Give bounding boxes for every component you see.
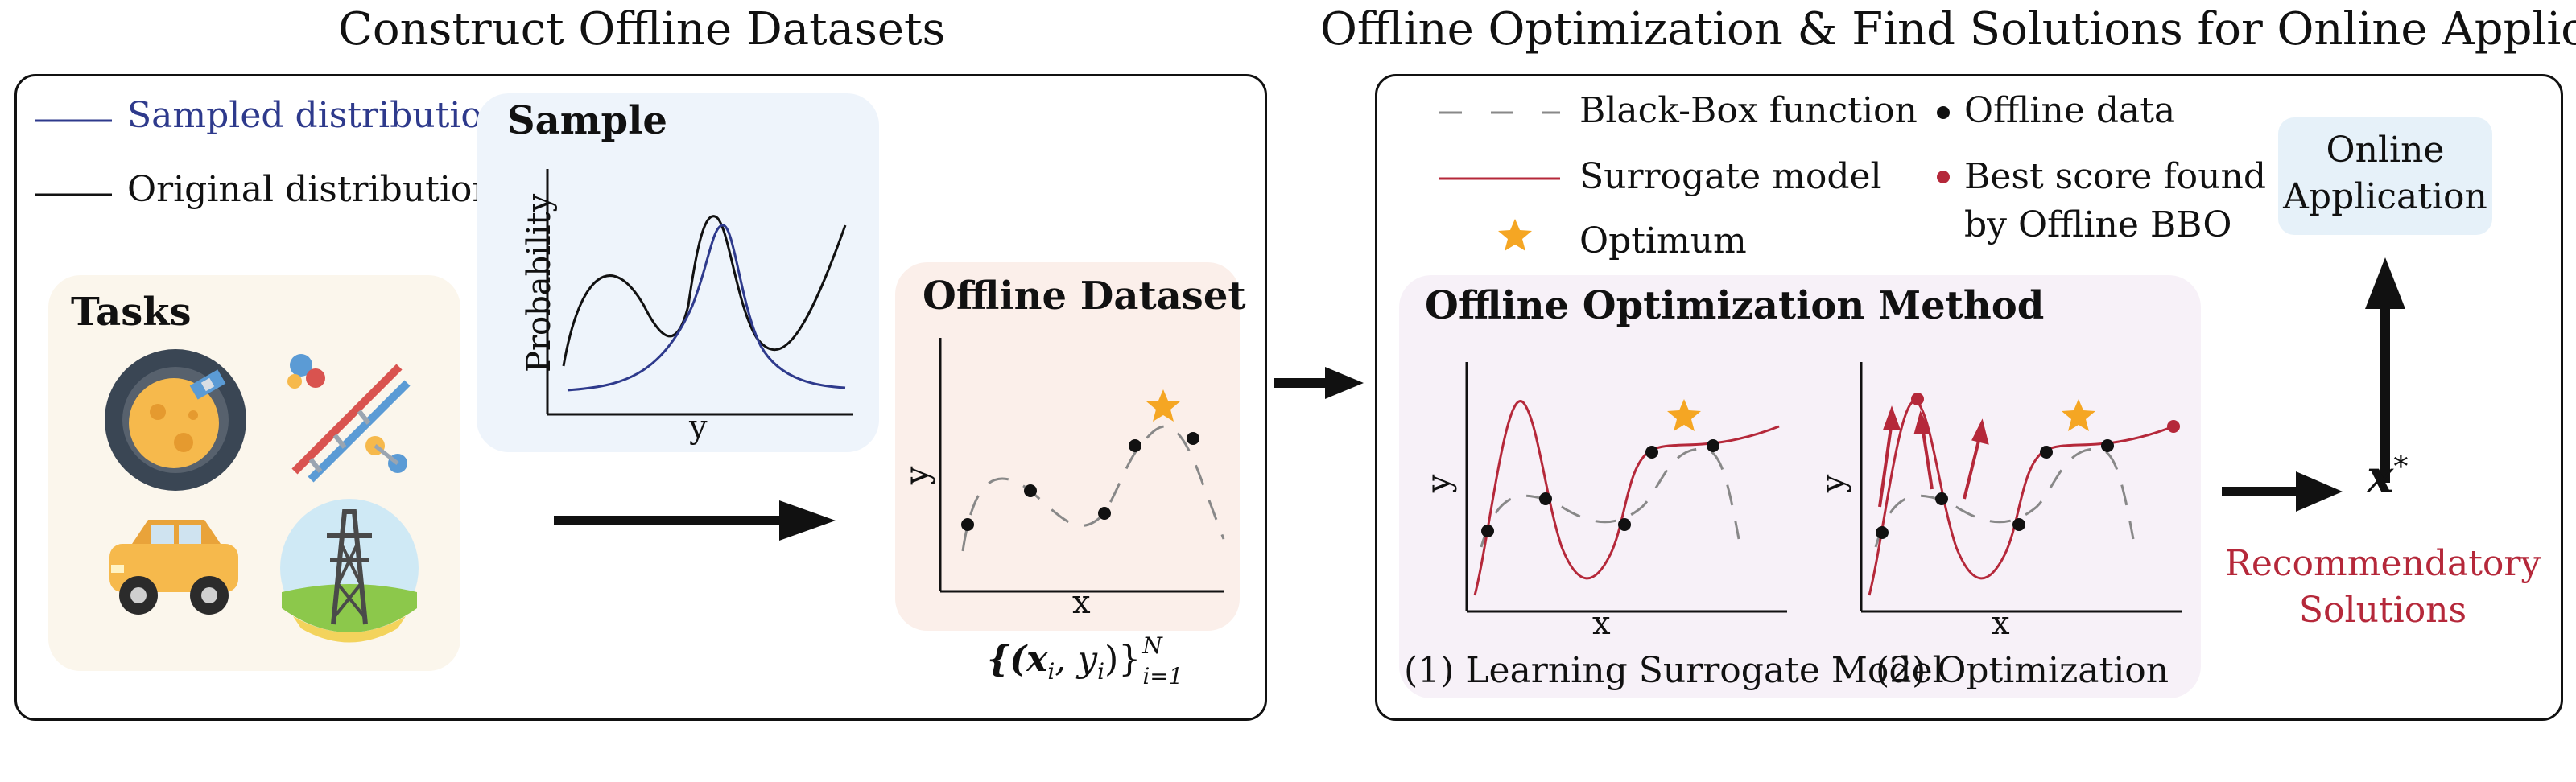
original-distribution-curve (562, 215, 847, 367)
arrow-to-optimization (1274, 367, 1364, 399)
dataset-ylabel: y (898, 466, 936, 485)
plot2-xlabel: x (1992, 605, 2010, 642)
sampled-legend-line (35, 119, 112, 122)
dataset-xlabel: x (1072, 584, 1091, 621)
tasks-title: Tasks (71, 290, 192, 335)
left-panel (14, 74, 1267, 721)
step2-label: (2) Optimization (1876, 650, 2169, 691)
plot2-optimum-star-icon (2062, 399, 2095, 431)
original-legend-line (35, 193, 112, 196)
recommendatory-line2: Solutions (2298, 590, 2467, 631)
offline-data-legend-label: Offline data (1964, 90, 2176, 131)
right-section-title: Offline Optimization & Find Solutions fo… (1320, 3, 2576, 56)
best-score-legend-label-1: Best score found (1964, 156, 2267, 197)
formula-sub: i=1 (1142, 663, 1183, 689)
formula-index-1: i (1047, 657, 1055, 685)
sampled-legend-label: Sampled distribution (127, 95, 506, 136)
sample-title: Sample (507, 98, 667, 143)
sample-xlabel: y (689, 409, 708, 446)
optimum-legend-star-icon (1498, 219, 1532, 251)
online-application-line1: Online (2326, 130, 2445, 171)
dataset-plot (939, 338, 1225, 593)
solution-x: x (2367, 451, 2394, 504)
satellite-planet-icon (105, 349, 246, 491)
original-legend-label: Original distribution (127, 169, 495, 210)
dna-molecule-icon (287, 354, 411, 483)
solution-symbol: x* (2367, 451, 2408, 504)
optimization-plot (1860, 362, 2182, 613)
sample-card (477, 93, 879, 452)
dataset-optimum-star-icon (1146, 389, 1180, 422)
recommendatory-solutions-label: Recommendatory Solutions (2214, 541, 2552, 634)
best-score-legend-dot (1937, 171, 1950, 183)
surrogate-curve-1 (1473, 400, 1780, 596)
formula-sup: N (1142, 632, 1162, 659)
best-score-legend-label-2: by Offline BBO (1964, 204, 2232, 245)
offline-dataset-title: Offline Dataset (923, 274, 1246, 319)
arrow-up-to-online (2365, 257, 2405, 483)
recommendatory-line1: Recommendatory (2224, 543, 2541, 584)
surrogate-curve-2 (1868, 400, 2174, 596)
solution-star: * (2393, 451, 2409, 484)
arrow-to-solution (2222, 471, 2343, 512)
online-application-card: Online Application (2278, 117, 2492, 235)
optimization-method-card (1399, 275, 2201, 698)
right-panel (1375, 74, 2563, 721)
formula-close: )} (1104, 639, 1141, 680)
blackbox-legend-line (1439, 111, 1560, 114)
sample-plot (546, 169, 853, 416)
plot1-xlabel: x (1592, 605, 1611, 642)
sampled-distribution-curve (567, 224, 846, 392)
power-tower-icon (280, 499, 419, 643)
car-icon (109, 520, 238, 615)
left-section-title: Construct Offline Datasets (338, 3, 946, 56)
optimum-legend-label: Optimum (1579, 220, 1747, 261)
offline-dataset-card (895, 262, 1240, 631)
arrow-to-dataset (554, 500, 836, 541)
blackbox-legend-label: Black-Box function (1579, 90, 1918, 131)
formula-main: {(x (987, 639, 1048, 680)
surrogate-learning-plot (1465, 362, 1787, 613)
optimization-method-title: Offline Optimization Method (1425, 283, 2045, 328)
surrogate-legend-label: Surrogate model (1579, 156, 1882, 197)
offline-data-legend-dot (1937, 106, 1950, 119)
online-application-line2: Application (2283, 176, 2487, 217)
plot1-optimum-star-icon (1667, 399, 1701, 431)
surrogate-legend-line (1439, 177, 1560, 180)
step1-label: (1) Learning Surrogate Model (1404, 650, 1944, 691)
formula-mid: , y (1055, 639, 1098, 680)
formula-index-2: i (1097, 657, 1105, 685)
